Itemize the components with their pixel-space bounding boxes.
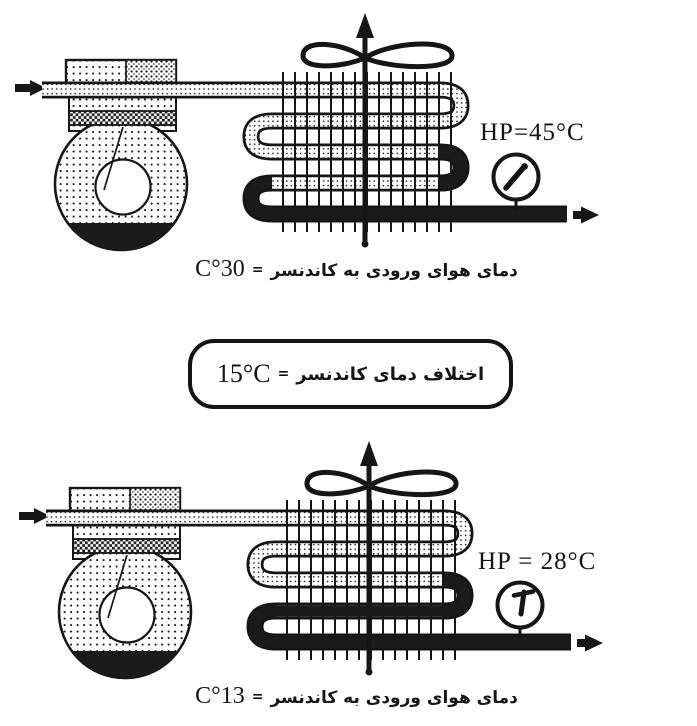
hp-temperature-label-top: HP=45°C (480, 119, 585, 146)
inlet-air-caption-bottom: دمای هوای ورودی به کاندنسر = 13°C (8, 683, 697, 710)
inlet-air-caption-top: دمای هوای ورودی به کاندنسر = 30°C (8, 256, 697, 283)
caption-value: 13°C (195, 683, 245, 709)
caption-text: دمای هوای ورودی به کاندنسر (270, 261, 518, 281)
caption-text: دمای هوای ورودی به کاندنسر (270, 688, 518, 708)
caption-value: 30°C (195, 256, 245, 282)
equals-sign: = (277, 366, 290, 382)
equals-sign: = (251, 262, 264, 278)
gauge-needle-high (503, 163, 528, 191)
hp-temperature-label-bottom: HP = 28°C (478, 548, 597, 575)
equals-sign: = (251, 689, 264, 705)
gauge-needle-low (511, 589, 536, 617)
diff-box-text: اختلاف دمای کاندنسر (296, 363, 485, 385)
diff-box-value: 15°C (216, 359, 271, 388)
condenser-temp-difference-box: اختلاف دمای کاندنسر = 15°C (188, 339, 513, 409)
